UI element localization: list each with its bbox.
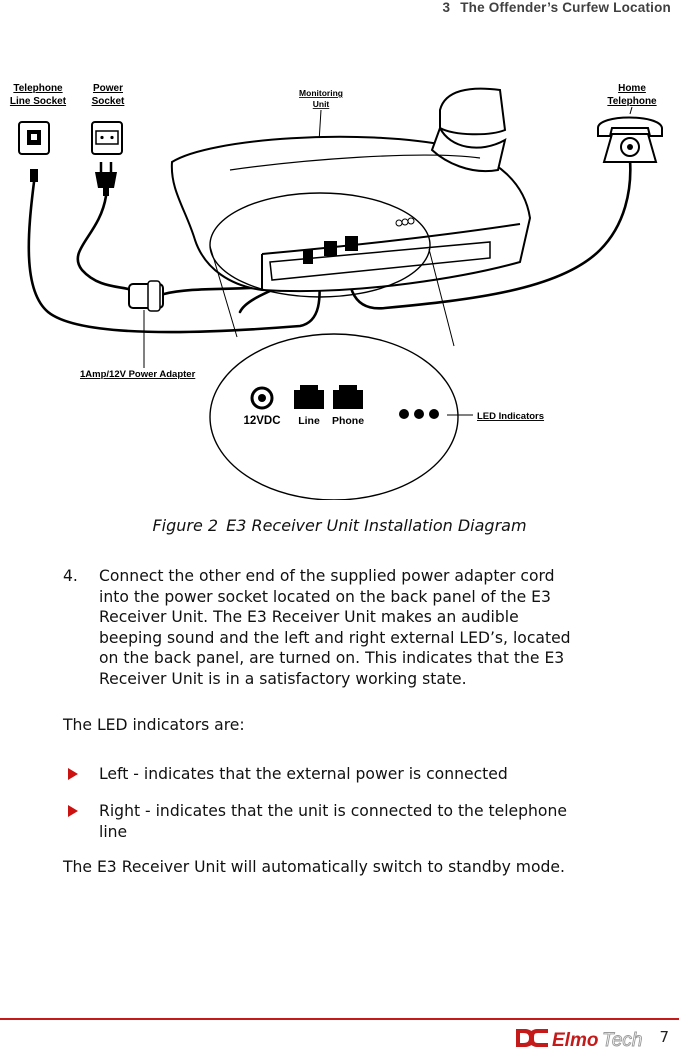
adapter-input-cable (76, 194, 134, 292)
phone-plug-icon (30, 169, 38, 182)
bullet-arrow-icon (68, 768, 78, 780)
power-socket-label-line1: Power (93, 83, 123, 94)
monitoring-unit-label-line1: Monitoring (299, 88, 343, 98)
figure-caption-text: E3 Receiver Unit Installation Diagram (226, 516, 527, 535)
bullet-arrow-icon (68, 805, 78, 817)
led-left (399, 409, 409, 419)
bullet-left: Left - indicates that the external power… (63, 764, 673, 785)
bullet-right: Right - indicates that the unit is conne… (63, 801, 673, 842)
phone-port-icon (333, 385, 363, 409)
dc-jack-icon (250, 386, 274, 410)
small-line-port (324, 241, 337, 256)
home-telephone-label-line1: Home (618, 83, 646, 94)
power-socket-label: Power Socket (92, 83, 125, 107)
step-number: 4. (63, 567, 78, 585)
led-middle (414, 409, 424, 419)
monitoring-unit-label-line2: Unit (313, 99, 330, 109)
magnify-detail-circle (209, 333, 459, 500)
telephone-line-socket-label-line2: Line Socket (10, 96, 67, 107)
small-phone-port (345, 236, 358, 251)
line-port-icon (294, 385, 324, 409)
small-led-3 (407, 217, 415, 225)
led-right (429, 409, 439, 419)
chapter-number: 3 (442, 0, 451, 15)
monitoring-unit-body (170, 87, 532, 293)
home-telephone-label-line2: Telephone (607, 96, 657, 107)
step-line-1: Connect the other end of the supplied po… (99, 567, 555, 585)
figure-number: Figure 2 (152, 516, 219, 535)
step-line-4: beeping sound and the left and right ext… (99, 628, 571, 647)
telephone-line-socket-label: Telephone Line Socket (10, 83, 67, 107)
logo-mark-icon (516, 1029, 548, 1047)
home-telephone-label: Home Telephone (607, 83, 657, 107)
small-led-1 (395, 219, 403, 227)
power-socket-label-line2: Socket (92, 96, 125, 107)
power-adapter-label: 1Amp/12V Power Adapter (80, 369, 196, 380)
phone-line-cable (27, 180, 321, 334)
telephone-cable (347, 158, 632, 310)
magnify-source-circle (209, 192, 431, 298)
telephone-line-socket-label-line1: Telephone (13, 83, 63, 94)
port-12vdc-label: 12VDC (243, 415, 280, 427)
step-line-2: into the power socket located on the bac… (99, 587, 551, 606)
telephone-socket-icon (18, 121, 50, 155)
power-plug-icon (95, 162, 117, 196)
bullet-right-line-1: Right - indicates that the unit is conne… (99, 802, 567, 820)
home-telephone-leader (629, 106, 633, 115)
home-telephone-icon (597, 116, 663, 163)
page-number: 7 (659, 1028, 669, 1046)
step-line-6: Receiver Unit is in a satisfactory worki… (99, 669, 467, 688)
running-header: 3 The Offender’s Curfew Location (443, 0, 672, 18)
elmotech-logo: Elmo Tech (516, 1029, 643, 1051)
monitoring-unit-label: Monitoring Unit (299, 88, 343, 109)
step-line-5: on the back panel, are turned on. This i… (99, 649, 565, 667)
closing-paragraph: The E3 Receiver Unit will automatically … (63, 858, 565, 876)
led-intro: The LED indicators are: (63, 716, 245, 734)
footer-rule (0, 1018, 679, 1020)
step-line-3: Receiver Unit. The E3 Receiver Unit make… (99, 608, 519, 626)
led-indicators-label: LED Indicators (477, 411, 544, 422)
magnify-line-right (428, 248, 455, 347)
step-4: 4. Connect the other end of the supplied… (63, 566, 673, 689)
small-power-port (303, 250, 313, 264)
logo-text-elmo: Elmo (552, 1030, 598, 1051)
bullet-left-line-1: Left - indicates that the external power… (99, 765, 508, 783)
power-adapter-icon (128, 280, 164, 312)
port-line-label: Line (298, 415, 320, 427)
chapter-title: The Offender’s Curfew Location (460, 0, 671, 15)
magnify-line-left (209, 245, 238, 338)
power-socket-icon (91, 121, 123, 155)
port-phone-label: Phone (332, 415, 364, 427)
bullet-right-line-2: line (99, 822, 128, 841)
installation-diagram: Telephone Line Socket Power Socket Monit… (10, 83, 663, 500)
logo-text-tech: Tech (602, 1030, 643, 1051)
figure-caption: Figure 2 E3 Receiver Unit Installation Di… (0, 516, 679, 535)
small-led-2 (401, 218, 409, 226)
